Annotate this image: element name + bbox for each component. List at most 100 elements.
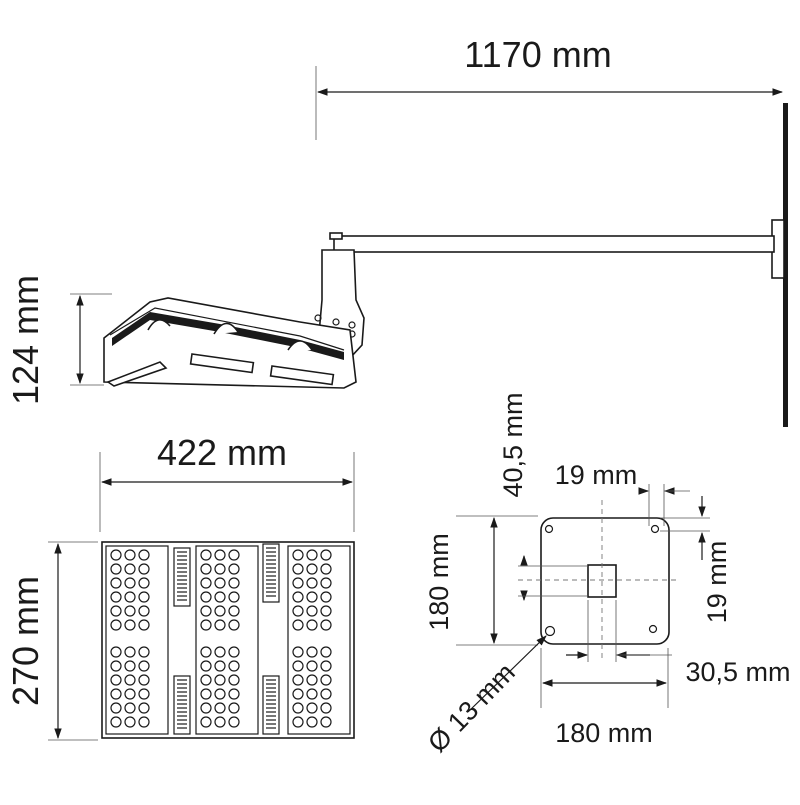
vent-grille [173,675,191,735]
led [320,674,332,686]
optic-module [106,361,168,387]
fin-bump [147,319,171,331]
label-width: 422 mm [157,432,287,473]
led [214,646,226,658]
fin-bump [213,322,239,335]
plate-hole-marked [544,625,556,637]
led [214,716,226,728]
led [138,702,150,714]
led [138,716,150,728]
led [200,688,212,700]
led [320,549,332,561]
top-view [101,541,355,739]
led [200,674,212,686]
dim-plate-offset-top: 40,5 mm [498,392,588,602]
dim-height: 124 mm [5,275,112,405]
led [200,605,212,617]
led [110,619,122,631]
led [306,660,318,672]
dim-hole-diameter: Ø 13 mm [422,635,547,758]
dim-width: 422 mm [99,432,355,532]
led [292,549,304,561]
led [214,702,226,714]
led [228,591,240,603]
led [306,591,318,603]
led [110,577,122,589]
led [292,619,304,631]
led [306,702,318,714]
label-plate-height: 180 mm [424,533,454,631]
led [214,577,226,589]
led [228,619,240,631]
led [320,716,332,728]
label-plate-offset-top: 40,5 mm [498,392,528,497]
led [292,674,304,686]
led-panel-right [287,545,351,735]
arm-cap [329,232,343,240]
led [124,591,136,603]
label-plate-offset-side: 30,5 mm [685,657,790,687]
led [124,577,136,589]
led [138,688,150,700]
led-panel-center [195,545,259,735]
led [292,563,304,575]
label-height: 124 mm [5,275,46,405]
led [320,619,332,631]
label-plate-width: 180 mm [555,718,653,748]
label-hole-spacing-y: 19 mm [702,541,732,624]
led [292,577,304,589]
led [306,577,318,589]
led [110,646,122,658]
led [200,619,212,631]
led [124,646,136,658]
dim-hole-spacing-x: 19 mm [555,460,690,526]
led [292,646,304,658]
led [200,716,212,728]
dim-hole-spacing-y: 19 mm [660,496,732,623]
led [228,688,240,700]
led-panel-left [105,545,169,735]
led [306,563,318,575]
led [110,716,122,728]
label-hole-diameter: Ø 13 mm [422,657,521,758]
led [228,674,240,686]
led [292,605,304,617]
led [200,563,212,575]
led [320,605,332,617]
dim-plate-width: 180 mm [540,648,669,748]
led [110,563,122,575]
led [306,674,318,686]
plate-hole [648,624,658,634]
led [138,577,150,589]
led [320,577,332,589]
led [138,674,150,686]
led [214,660,226,672]
led [124,660,136,672]
led [200,577,212,589]
led [124,702,136,714]
led [124,619,136,631]
led [214,605,226,617]
side-view [103,103,788,427]
plate-hole [544,524,554,534]
led [228,646,240,658]
led [200,702,212,714]
led [214,549,226,561]
led [138,660,150,672]
led [306,688,318,700]
bolt-hole [348,321,356,329]
led [228,563,240,575]
led [228,702,240,714]
housing-edge [109,307,345,351]
vent-grille [173,547,191,607]
led [292,688,304,700]
led [214,674,226,686]
led-array [110,549,332,728]
led [138,591,150,603]
led [200,660,212,672]
led [320,702,332,714]
vent-grilles [173,543,280,735]
led [306,619,318,631]
vent-grille [262,543,280,603]
